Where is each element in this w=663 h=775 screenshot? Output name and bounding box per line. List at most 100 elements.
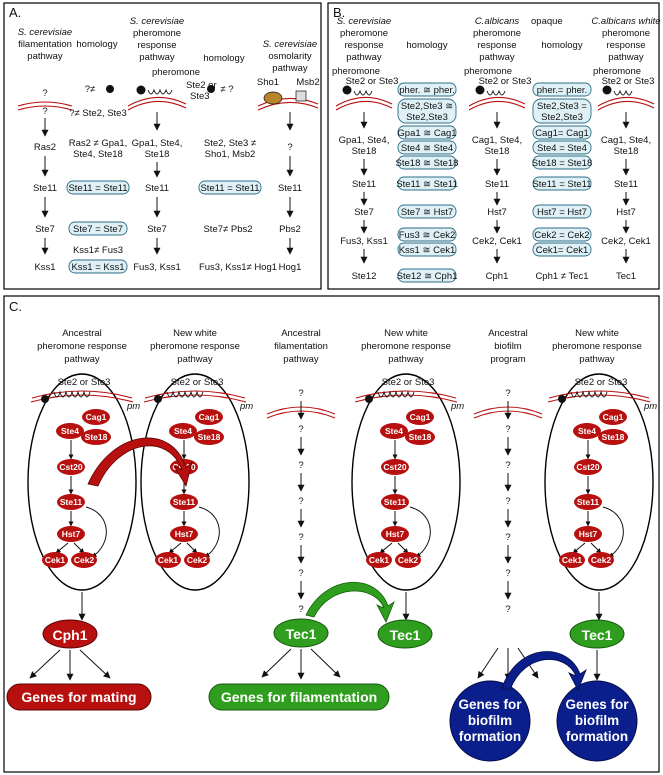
b-hom2-pill (532, 140, 592, 155)
b-hom2-item: Ste2,Ste3 (541, 112, 583, 123)
c-title: Ancestral (281, 328, 321, 339)
b-hom1-pill (397, 140, 457, 155)
receptor-icon (53, 390, 91, 398)
receptor-icon (613, 89, 633, 96)
question-mark: ? (298, 568, 303, 579)
a-col1-membrane (17, 101, 73, 107)
a-hom1-item: Ste7 = Ste7 (73, 224, 123, 235)
protein-label: Ste18 (602, 432, 625, 442)
a-col1-title: filamentation (18, 39, 72, 50)
b-hom1-item: Kss1 ≅ Cek1 (399, 245, 456, 256)
c-title: biofilm (494, 341, 522, 352)
b-col3-title: pheromone (602, 28, 650, 39)
a-col2-node: Fus3, Kss1 (133, 262, 181, 273)
b-col2-title: pathway (479, 52, 515, 63)
b-hom2-pill (532, 242, 592, 257)
a-col2-title: pathway (139, 52, 175, 63)
b-col2-membrane (468, 100, 526, 111)
pheromone-icon (154, 395, 162, 403)
b-col3-node: Ste11 (614, 179, 638, 190)
curved-arrow-green (305, 581, 395, 623)
question-mark: ? (505, 604, 510, 615)
b-hom2-pill (532, 98, 592, 124)
protein-node (598, 429, 628, 445)
a-hom1-item: ?≠ (85, 84, 96, 95)
pheromone-icon (106, 85, 114, 93)
receptor-icon (377, 390, 415, 398)
b-col1-node: Ste11 (352, 179, 376, 190)
b-col1-title: pheromone (340, 28, 388, 39)
a-hom1-item: Ste4, Ste18 (73, 149, 123, 160)
panel-c-titles: Ancestral pheromone response pathway New… (37, 328, 642, 365)
b-hom2-item: Cag1= Cag1 (535, 128, 589, 139)
a-col1-membrane (17, 105, 73, 111)
protein-node (81, 429, 111, 445)
a-col1-node: Ste11 (33, 183, 57, 194)
a-col2-receptor: Ste2 or (186, 80, 217, 91)
a-col2-title: response (137, 40, 176, 51)
b-col3-membrane (597, 96, 655, 107)
protein-node (169, 423, 197, 439)
b-col2-node: Cek2, Cek1 (472, 236, 522, 247)
b-col3-title: C.albicans white (591, 16, 660, 27)
a-col2-title: pheromone (133, 28, 181, 39)
c-title: pathway (388, 354, 424, 365)
c-title: pathway (283, 354, 319, 365)
protein-label: Cek1 (562, 555, 583, 565)
panel-b-label: B. (333, 5, 345, 20)
genes-biofilm-circle (449, 680, 531, 762)
pheromone-icon (207, 85, 215, 93)
protein-node (170, 494, 198, 510)
b-col1-membrane (335, 96, 393, 107)
protein-label: Cek2 (187, 555, 208, 565)
b-col1-receptor: Ste2 or Ste3 (346, 76, 399, 87)
tf-tec1 (273, 618, 329, 648)
a-col2-node: Ste18 (145, 149, 170, 160)
c-title: New white (384, 328, 428, 339)
b-col3-title: pathway (608, 52, 644, 63)
a-col2-node: Ste7 (147, 224, 167, 235)
question-mark: ? (298, 604, 303, 615)
protein-label: Cag1 (603, 412, 624, 422)
c-arrow (261, 648, 292, 678)
protein-label: Cag1 (199, 412, 220, 422)
c-title: Ancestral (488, 328, 528, 339)
protein-label: Ste11 (60, 497, 82, 507)
cell-receptor-label: Ste2 or Ste3 (58, 377, 111, 388)
cell-membrane (355, 390, 457, 399)
c-arrow (29, 649, 61, 679)
tf-label: Tec1 (286, 626, 317, 642)
a-col3-node: Ste11 (278, 183, 302, 194)
pheromone-icon (475, 85, 485, 95)
b-col2-receptor: Ste2 or Ste3 (479, 76, 532, 87)
a-col2-receptor: Ste3 (190, 91, 210, 102)
question-mark: ? (505, 424, 510, 435)
protein-node (381, 494, 409, 510)
question-mark: ? (505, 568, 510, 579)
protein-node (381, 526, 409, 542)
c-title: pathway (64, 354, 100, 365)
c-title: pheromone response (361, 341, 451, 352)
protein-label: Cag1 (86, 412, 107, 422)
cascade-arrow (168, 542, 182, 554)
msb2-icon (295, 90, 307, 102)
protein-label: Cek2 (591, 555, 612, 565)
protein-node (57, 526, 85, 542)
b-hom2-item: Ste11 = Ste11 (532, 179, 591, 190)
protein-label: Cek1 (369, 555, 390, 565)
cell-receptor-label: Ste2 or Ste3 (575, 377, 628, 388)
pheromone-icon (558, 395, 566, 403)
genes-biofilm-circle (556, 680, 638, 762)
protein-label: Ste18 (85, 432, 108, 442)
tf-tec1 (377, 619, 433, 649)
b-col2-node: Cag1, Ste4, (472, 135, 522, 146)
question-chain-biofilm: ??????? (504, 388, 512, 615)
panel-c-border (3, 295, 660, 773)
a-hom2-item: ≠ ? (220, 84, 233, 95)
genes-mating-label: Genes for mating (21, 689, 136, 705)
pheromone-icon (602, 85, 612, 95)
protein-label: Ste4 (174, 426, 192, 436)
cell-membrane-label: pm (126, 401, 140, 412)
